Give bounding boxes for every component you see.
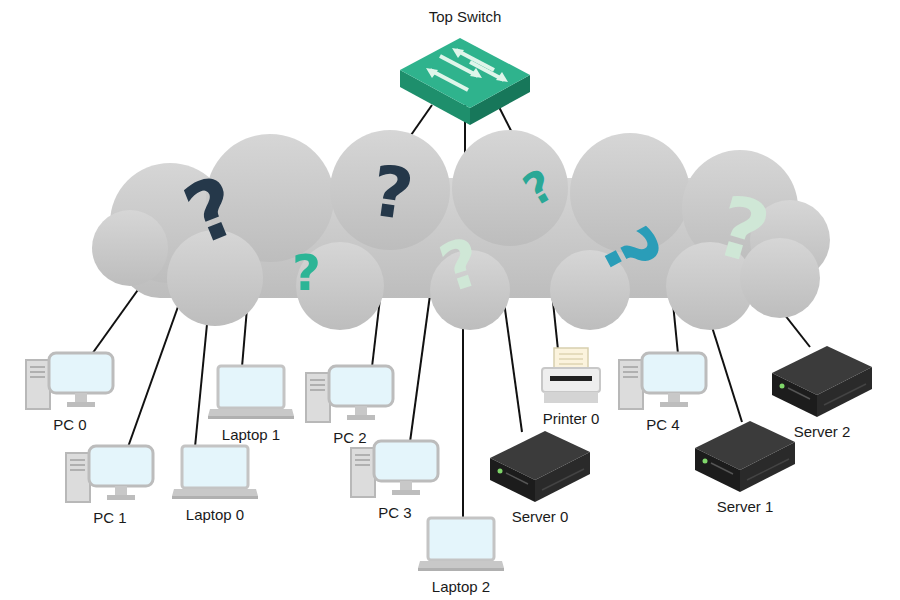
device-drawing [305, 365, 395, 423]
laptop-icon: Laptop 1 [208, 365, 294, 420]
device-drawing [695, 420, 795, 492]
network-link [410, 273, 433, 442]
server-icon: Server 1 [695, 420, 795, 492]
laptop-icon: Laptop 0 [172, 445, 258, 500]
device-label: PC 0 [53, 416, 86, 433]
device-label: Laptop 1 [222, 426, 280, 443]
switch-icon: Top Switch [400, 30, 530, 125]
laptop-icon: Laptop 2 [418, 517, 504, 572]
device-drawing [172, 445, 258, 500]
device-label: PC 1 [93, 509, 126, 526]
pc-icon: PC 4 [618, 352, 708, 410]
network-cloud: ??????? [90, 128, 830, 333]
device-drawing [350, 440, 440, 498]
device-label: Laptop 0 [186, 506, 244, 523]
pc-icon: PC 3 [350, 440, 440, 498]
device-label: Printer 0 [543, 410, 600, 427]
server-icon: Server 0 [490, 430, 590, 502]
device-drawing [25, 352, 115, 410]
device-drawing [540, 348, 602, 404]
device-drawing [400, 30, 530, 125]
device-label: Top Switch [429, 8, 502, 25]
device-label: PC 3 [378, 504, 411, 521]
device-label: Server 0 [512, 508, 569, 525]
pc-icon: PC 1 [65, 445, 155, 503]
device-drawing [490, 430, 590, 502]
device-drawing [618, 352, 708, 410]
pc-icon: PC 0 [25, 352, 115, 410]
device-label: Laptop 2 [432, 578, 490, 595]
device-label: PC 2 [333, 429, 366, 446]
question-mark: ? [292, 248, 321, 298]
printer-icon: Printer 0 [540, 348, 602, 404]
device-drawing [65, 445, 155, 503]
device-label: Server 1 [717, 498, 774, 515]
device-label: Server 2 [794, 423, 851, 440]
pc-icon: PC 2 [305, 365, 395, 423]
device-label: PC 4 [646, 416, 679, 433]
device-drawing [418, 517, 504, 572]
device-drawing [772, 345, 872, 417]
server-icon: Server 2 [772, 345, 872, 417]
device-drawing [208, 365, 294, 420]
